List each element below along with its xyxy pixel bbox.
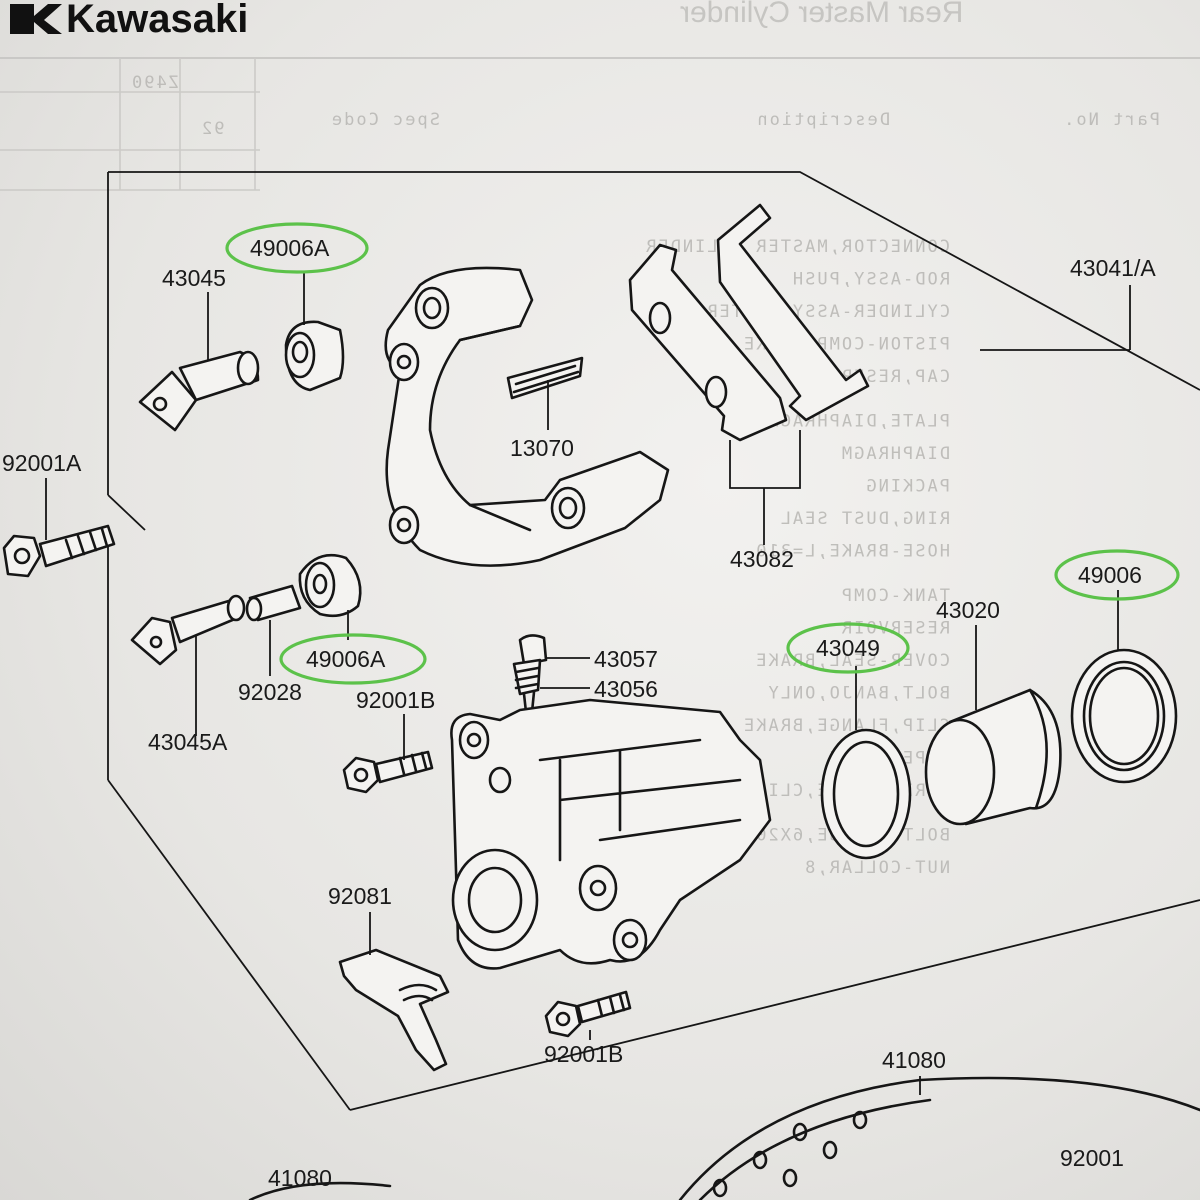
label-92028: 92028 <box>238 679 302 705</box>
label-41080-left: 41080 <box>268 1165 332 1191</box>
label-49006A-top: 49006A <box>250 235 330 261</box>
mirrored-row-description: CONNECTOR,MASTER CYLINDER <box>644 237 950 257</box>
part-92001B-bolt-bottom <box>544 990 632 1038</box>
mirrored-col-desc: Description <box>755 110 890 130</box>
label-43041A: 43041/A <box>1070 255 1156 281</box>
mirrored-spec-value: 92 <box>200 119 224 139</box>
label-43045: 43045 <box>162 265 226 291</box>
kawasaki-k-icon <box>10 4 62 34</box>
label-92081: 92081 <box>328 883 392 909</box>
part-41080-brake-disc-right <box>678 1076 1200 1200</box>
part-labels: 49006A 43045 13070 43041/A 43082 92001A … <box>2 235 1156 1191</box>
mirrored-col-part: Part No. <box>1062 110 1160 130</box>
label-13070: 13070 <box>510 435 574 461</box>
highlight-49006A-mid <box>279 633 427 685</box>
mirrored-title: Rear Master Cylinder <box>680 0 963 29</box>
label-43020: 43020 <box>936 597 1000 623</box>
part-92081-pad-retainer <box>338 948 450 1072</box>
part-92028-sleeve <box>245 584 302 622</box>
label-43056: 43056 <box>594 676 658 702</box>
label-41080-right: 41080 <box>882 1047 946 1073</box>
label-43045A: 43045A <box>148 729 228 755</box>
label-49006A-mid: 49006A <box>306 646 386 672</box>
highlight-circles <box>225 222 1180 685</box>
mirrored-row-description: HOSE-BRAKE,L=310 <box>754 542 950 562</box>
part-43057-bleeder-cap <box>518 634 548 666</box>
part-92001B-bolt-top <box>342 750 434 794</box>
mirrored-row-description: CLIP,FLANGE,BRAKE <box>742 716 950 736</box>
label-43057: 43057 <box>594 646 658 672</box>
mirrored-spec-value-2: Z490 <box>130 73 179 93</box>
mirrored-row-description: BOLT,BANJO,ONLY <box>766 684 950 704</box>
part-49006-dust-seal <box>1070 648 1178 784</box>
part-43020-piston <box>924 688 1062 826</box>
part-49006A-boot-top <box>284 320 345 392</box>
highlight-49006A-top <box>225 222 369 274</box>
kawasaki-logo: Kawasaki <box>10 0 248 41</box>
part-41080-brake-disc-left <box>248 1181 392 1200</box>
diagram-frame <box>107 171 1200 1111</box>
leader-lines <box>45 272 1131 1095</box>
mirrored-row-description: TANK-COMP <box>840 586 950 606</box>
mirrored-row-description: RESERVOIR <box>840 619 950 639</box>
mirrored-col-spec: Spec Code <box>330 110 440 130</box>
mirrored-row-description: PLATE,DIAPHRAGM <box>766 412 950 432</box>
label-49006: 49006 <box>1078 562 1142 588</box>
mirrored-row-description: DIAPHRAGM <box>840 444 950 464</box>
part-43056-bleeder-valve <box>512 658 542 714</box>
part-92001A-bolt <box>2 524 116 578</box>
label-43049: 43049 <box>816 635 880 661</box>
part-49006A-boot-mid <box>298 553 362 618</box>
part-13070-pad-spring <box>506 356 584 400</box>
label-92001B-bottom: 92001B <box>544 1041 623 1067</box>
brand-name: Kawasaki <box>66 0 248 41</box>
part-caliper-bracket <box>384 266 670 567</box>
label-43082: 43082 <box>730 546 794 572</box>
mirrored-row-description: RING,DUST SEAL <box>779 509 950 529</box>
label-92001B-top: 92001B <box>356 687 435 713</box>
label-92001A: 92001A <box>2 450 82 476</box>
part-43049-piston-seal <box>820 728 912 860</box>
mirrored-row-description: ROD-ASSY,PUSH <box>791 270 950 290</box>
highlight-49006 <box>1054 549 1180 601</box>
highlight-43049 <box>786 622 910 674</box>
part-43045-slide-pin <box>138 350 260 432</box>
part-43082-brake-pads <box>628 203 870 442</box>
mirrored-row-description: NUT-COLLAR,8 <box>803 858 950 878</box>
part-43045A-slide-pin <box>130 594 246 666</box>
part-caliper-body <box>450 698 772 970</box>
label-92001: 92001 <box>1060 1145 1124 1171</box>
mirrored-row-description: COVER-SEAL,BRAKE <box>754 651 950 671</box>
mirrored-row-description: PACKING <box>864 477 950 497</box>
